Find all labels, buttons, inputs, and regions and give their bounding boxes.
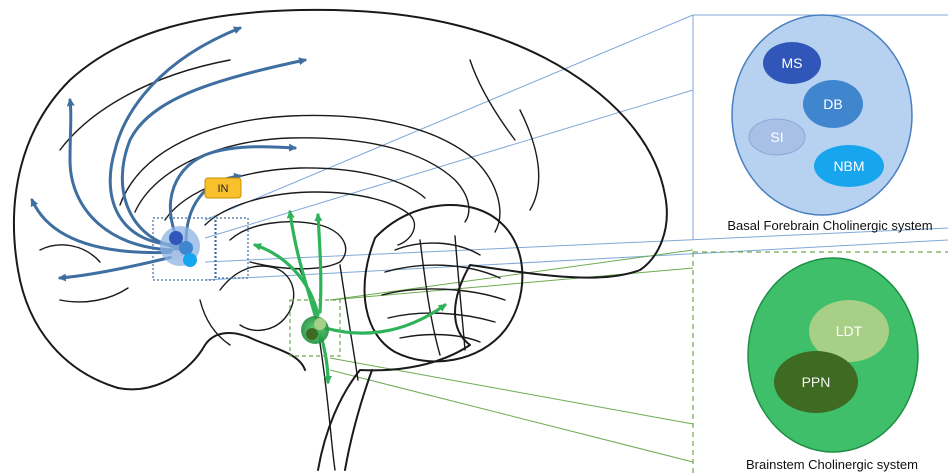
brainstem-cluster xyxy=(301,316,329,344)
svg-text:LDT: LDT xyxy=(836,323,863,339)
cerebellum xyxy=(365,205,523,361)
nucleus-nbm: NBM xyxy=(814,145,884,187)
brainstem-connector-lines xyxy=(330,250,693,462)
nucleus-ms: MS xyxy=(763,42,821,84)
in-label-box: IN xyxy=(205,178,241,198)
basal-panel-caption: Basal Forebrain Cholinergic system xyxy=(727,218,932,233)
thalamic-dotted-box xyxy=(216,218,248,278)
in-label: IN xyxy=(218,183,229,195)
basal-forebrain-cluster xyxy=(160,226,200,267)
basal-forebrain-panel: MS DB SI NBM Basal Forebrain Cholinergic… xyxy=(693,15,948,240)
svg-text:SI: SI xyxy=(770,129,783,145)
brainstem-panel: LDT PPN Brainstem Cholinergic system xyxy=(693,252,948,475)
brainstem-panel-caption: Brainstem Cholinergic system xyxy=(746,457,918,472)
nucleus-si: SI xyxy=(749,119,805,155)
nucleus-ppn: PPN xyxy=(774,351,858,413)
nucleus-db: DB xyxy=(803,80,863,128)
svg-text:MS: MS xyxy=(782,55,803,71)
svg-text:PPN: PPN xyxy=(802,374,831,390)
svg-text:NBM: NBM xyxy=(833,158,864,174)
svg-text:DB: DB xyxy=(823,96,842,112)
